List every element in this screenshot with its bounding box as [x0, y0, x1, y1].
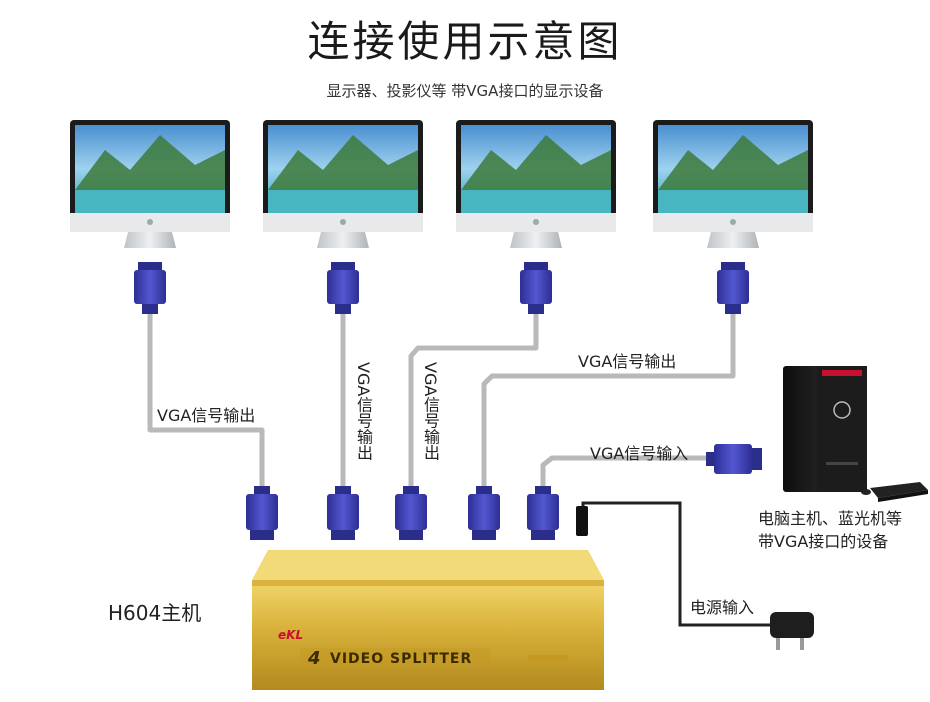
vga-connector-bottom-4 [468, 486, 500, 540]
label-vga-output-4: VGA信号输出 [578, 352, 677, 371]
label-vga-output-1: VGA信号输出 [157, 406, 256, 425]
vga-connector-bottom-1 [246, 486, 278, 540]
cable-input [540, 455, 712, 490]
label-power-input: 电源输入 [690, 598, 755, 617]
vga-connector-top-4 [717, 262, 749, 314]
label-vga-output-3: VGA信号输出 [421, 362, 440, 461]
video-splitter-box [252, 550, 604, 690]
monitor-4 [653, 120, 813, 248]
vga-connector-bottom-3 [395, 486, 427, 540]
power-adapter [770, 612, 814, 650]
splitter-brand-logo: eKL [278, 628, 304, 642]
monitor-2 [263, 120, 423, 248]
vga-connector-bottom-2 [327, 486, 359, 540]
power-plug-tip [576, 506, 588, 536]
vga-connector-top-1 [134, 262, 166, 314]
vga-connector-input [706, 444, 762, 474]
splitter-name: VIDEO SPLITTER [330, 651, 473, 667]
mouse [861, 489, 871, 495]
vga-connector-top-3 [520, 262, 552, 314]
cable-4 [481, 310, 736, 490]
cable-1 [147, 310, 265, 490]
vga-connectors-top [134, 262, 749, 314]
monitor-1 [70, 120, 230, 248]
vga-connector-bottom-5 [527, 486, 559, 540]
page-title: 连接使用示意图 [307, 17, 623, 66]
vga-cables [147, 310, 736, 490]
keyboard [870, 482, 928, 502]
label-vga-input: VGA信号输入 [590, 444, 689, 463]
page-subtitle: 显示器、投影仪等 带VGA接口的显示设备 [326, 82, 604, 100]
pc-tower [783, 366, 867, 492]
vga-connector-top-2 [327, 262, 359, 314]
vga-connectors-bottom [246, 486, 559, 540]
cable-3 [408, 310, 539, 490]
label-vga-output-2: VGA信号输出 [354, 362, 373, 461]
label-source-device-line2: 带VGA接口的设备 [758, 532, 889, 551]
monitor-3 [456, 120, 616, 248]
label-host: H604主机 [108, 601, 202, 625]
label-source-device-line1: 电脑主机、蓝光机等 [758, 509, 903, 528]
splitter-model-number: 4 [308, 648, 321, 669]
